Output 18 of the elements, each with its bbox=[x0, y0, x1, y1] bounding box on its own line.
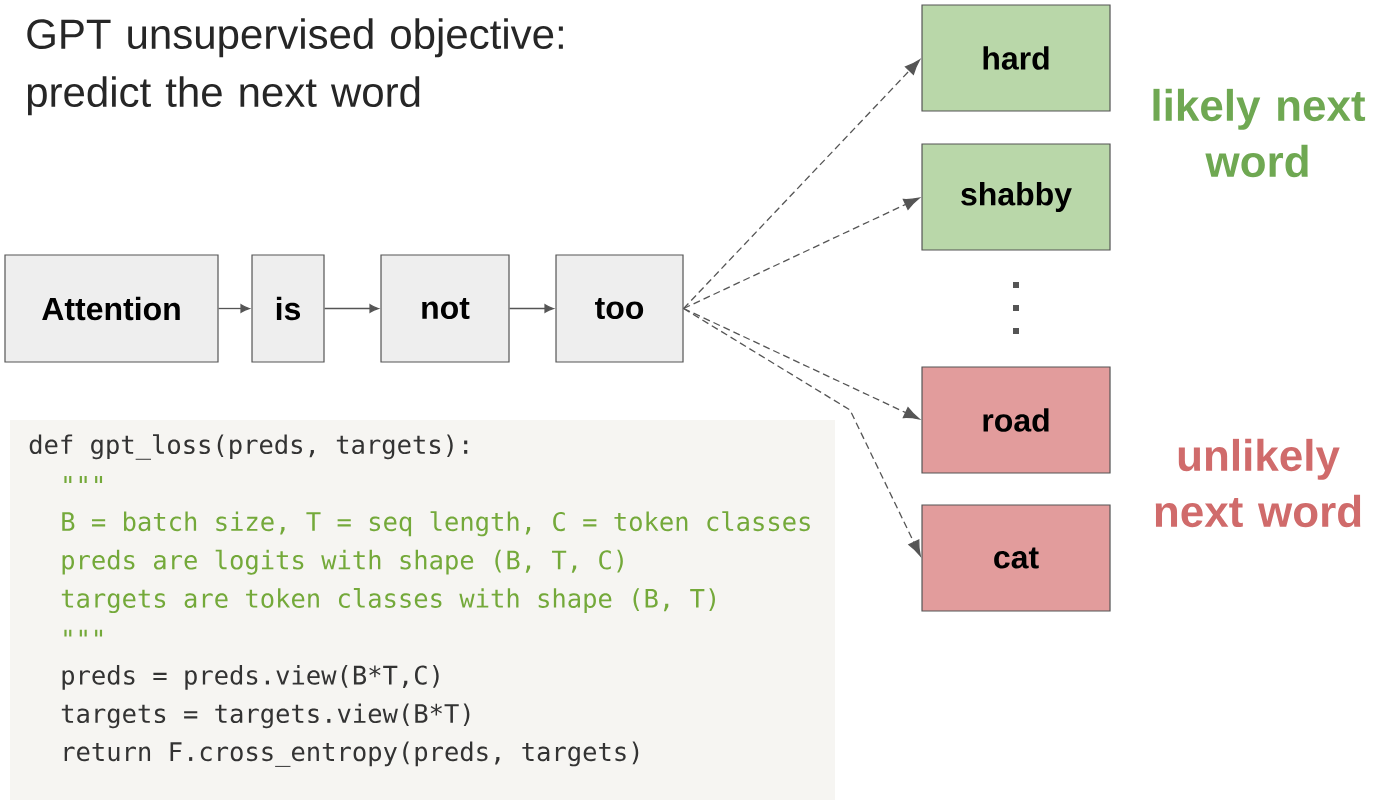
annotation-label: unlikely next word bbox=[1155, 438, 1361, 528]
arrow bbox=[508, 304, 554, 313]
word-box: not bbox=[380, 254, 510, 363]
arrow bbox=[217, 304, 250, 313]
word-box: too bbox=[555, 254, 684, 363]
arrow bbox=[682, 307, 921, 557]
word-box: shabby bbox=[921, 143, 1111, 251]
arrow bbox=[682, 59, 921, 310]
word-box: is bbox=[251, 254, 325, 363]
word-box: hard bbox=[921, 4, 1111, 112]
title: GPT unsupervised objective: predict the next word bbox=[27, 18, 563, 116]
word-box: cat bbox=[921, 504, 1111, 612]
annotation-label: likely next word bbox=[1153, 88, 1366, 178]
word-box: road bbox=[921, 366, 1111, 474]
arrow bbox=[323, 304, 379, 313]
word-box: Attention bbox=[4, 254, 219, 363]
code-block: def gpt_loss(preds, targets): """ B = batch size, T = seq length, C = token classes preds are logits with shape (B, T, C) targets are token classes with shape (B, T) """ preds = preds.view(B*T,C) targets = targets.view(B*T) return F.cross_entropy(preds, targets) bbox=[10, 420, 835, 800]
arrow bbox=[682, 197, 920, 310]
